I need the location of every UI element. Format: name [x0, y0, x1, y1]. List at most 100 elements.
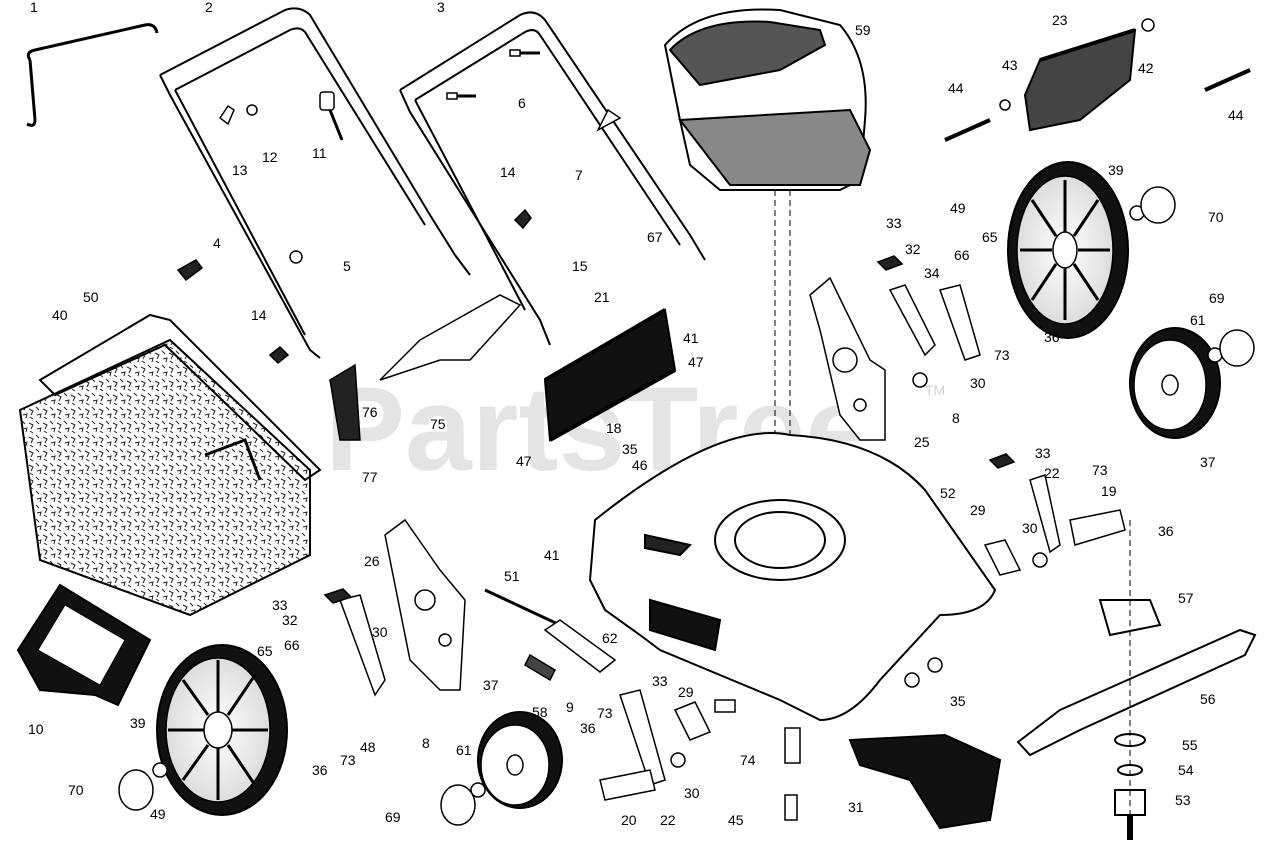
- part-callout: 59: [855, 22, 871, 38]
- part-callout: 77: [362, 469, 378, 485]
- part-callout: 42: [1138, 60, 1154, 76]
- part-callout: 48: [360, 739, 376, 755]
- part-callout: 52: [940, 485, 956, 501]
- engine-part-59: [663, 8, 872, 560]
- part-callout: 33: [1035, 445, 1051, 461]
- upper-handle-2: [159, 7, 471, 359]
- part-callout: 20: [621, 812, 637, 828]
- part-callout: 73: [340, 752, 356, 768]
- part-callout: 36: [312, 762, 328, 778]
- part-callout: 7: [575, 167, 583, 183]
- part-callout: 23: [1052, 12, 1068, 28]
- part-callout: 14: [251, 307, 267, 323]
- part-callout: 44: [1228, 107, 1244, 123]
- part-callout: 67: [647, 229, 663, 245]
- part-callout: 15: [572, 258, 588, 274]
- part-callout: 61: [1190, 312, 1206, 328]
- part-callout: 40: [52, 307, 68, 323]
- part-callout: 36: [1158, 523, 1174, 539]
- part-callout: 45: [728, 812, 744, 828]
- part-callout: 29: [970, 502, 986, 518]
- part-callout: 73: [994, 347, 1010, 363]
- part-callout: 32: [905, 241, 921, 257]
- part-callout: 47: [688, 354, 704, 370]
- bag-frame-part-75: [329, 294, 522, 441]
- part-callout: 22: [660, 812, 676, 828]
- axle-parts: [484, 588, 943, 821]
- part-callout: 30: [970, 375, 986, 391]
- blade-part-56: [1016, 520, 1257, 840]
- part-callout: 61: [456, 742, 472, 758]
- part-callout: 31: [848, 799, 864, 815]
- hardware-right-top: [944, 18, 1251, 142]
- part-callout: 43: [1002, 57, 1018, 73]
- height-adjuster-part-26: [323, 518, 466, 697]
- part-callout: 37: [483, 677, 499, 693]
- part-callout: 74: [740, 752, 756, 768]
- part-callout: 5: [343, 258, 351, 274]
- part-callout: 69: [385, 809, 401, 825]
- part-callout: 32: [282, 612, 298, 628]
- part-callout: 3: [437, 0, 445, 15]
- part-callout: 22: [1044, 465, 1060, 481]
- part-callout: 47: [516, 453, 532, 469]
- part-callout: 75: [430, 416, 446, 432]
- part-callout: 19: [1101, 483, 1117, 499]
- discharge-door-part-23: [1023, 28, 1137, 132]
- part-callout: 11: [312, 145, 327, 161]
- part-callout: 12: [262, 149, 278, 165]
- part-callout: 36: [580, 720, 596, 736]
- part-callout: 2: [205, 0, 213, 15]
- part-callout: 9: [566, 699, 574, 715]
- part-callout: 30: [1022, 520, 1038, 536]
- part-callout: 73: [597, 705, 613, 721]
- part-callout: 39: [1108, 162, 1124, 178]
- upper-handle-3: [399, 11, 706, 346]
- wheel-right-front-part-37: [1129, 327, 1255, 439]
- part-callout: 14: [500, 164, 516, 180]
- part-callout: 50: [83, 289, 99, 305]
- part-callout: 33: [652, 673, 668, 689]
- part-callout: 21: [594, 289, 610, 305]
- part-callout: 65: [982, 229, 998, 245]
- part-callout: 6: [518, 95, 526, 111]
- part-callout: 4: [213, 235, 221, 251]
- part-callout: 29: [678, 684, 694, 700]
- part-callout: 46: [632, 457, 648, 473]
- part-callout: 1: [30, 0, 38, 15]
- part-callout: 57: [1178, 590, 1194, 606]
- part-callout: 8: [952, 410, 960, 426]
- part-callout: 55: [1182, 737, 1198, 753]
- part-callout: 53: [1175, 792, 1191, 808]
- part-callout: 30: [372, 624, 388, 640]
- handle-wire-part-1: [26, 23, 159, 127]
- part-callout: 39: [130, 715, 146, 731]
- part-callout: 51: [504, 568, 520, 584]
- rear-flap-part-31: [848, 733, 1002, 830]
- wheel-cover-part-10: [16, 583, 152, 707]
- part-callout: 34: [924, 265, 940, 281]
- part-callout: 76: [362, 404, 378, 420]
- part-callout: 30: [684, 785, 700, 801]
- part-callout: 44: [948, 80, 964, 96]
- watermark-trademark: TM: [925, 382, 945, 398]
- part-callout: 66: [954, 247, 970, 263]
- part-callout: 37: [1200, 454, 1216, 470]
- rear-guard-part-21: [543, 308, 677, 442]
- part-callout: 10: [28, 721, 44, 737]
- wheel-right-rear-part-49: [1007, 161, 1176, 339]
- part-callout: 49: [150, 806, 166, 822]
- part-callout: 33: [886, 215, 902, 231]
- wheel-left-front-part-49: [118, 644, 288, 816]
- part-callout: 8: [422, 735, 430, 751]
- part-callout: 18: [606, 420, 622, 436]
- part-callout: 70: [68, 782, 84, 798]
- wheel-left-rear-part-37: [440, 711, 563, 826]
- height-adjuster-part-25: [809, 255, 1126, 576]
- part-callout: 66: [284, 637, 300, 653]
- part-callout: 62: [602, 630, 618, 646]
- part-callout: 69: [1209, 290, 1225, 306]
